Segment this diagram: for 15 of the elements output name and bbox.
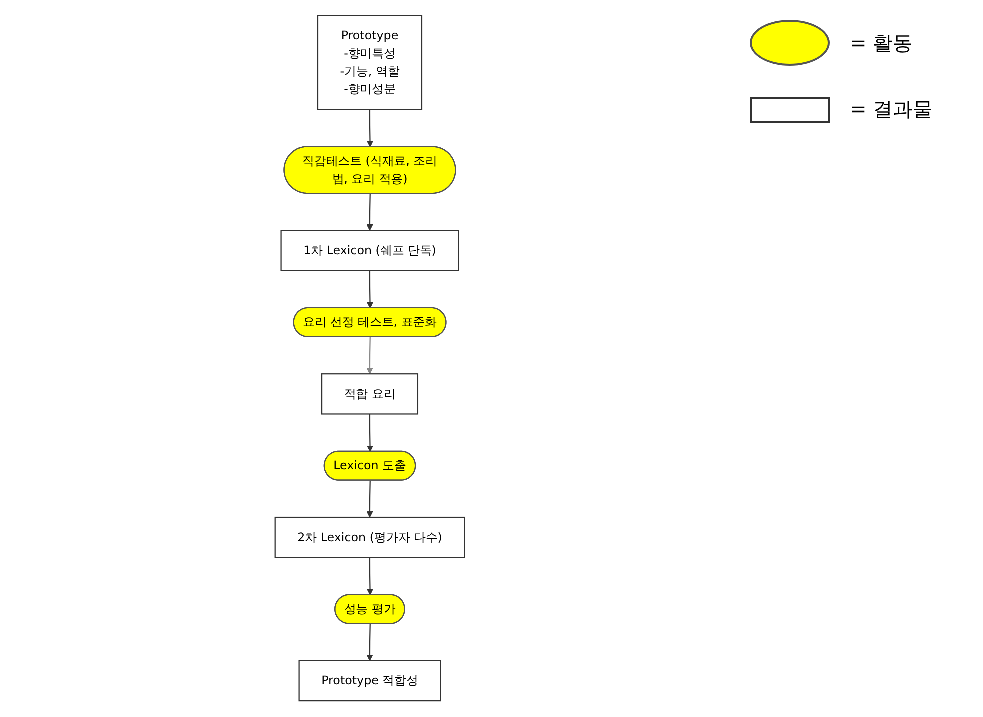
node-box: 1차 Lexicon (쉐프 단독) [280, 230, 460, 272]
arrow [366, 270, 374, 309]
node-box: Prototype 적합성 [298, 660, 442, 702]
arrow [366, 624, 374, 662]
legend-text: = 결과물 [850, 96, 934, 123]
arrow [366, 110, 374, 148]
node-box: 2차 Lexicon (평가자 다수) [274, 516, 466, 558]
arrow [366, 480, 374, 518]
node-box: Prototype -향미특성 -기능, 역할 -향미성분 [317, 15, 423, 110]
node-box: 적합 요리 [321, 374, 419, 415]
arrow [366, 558, 374, 596]
legend-text: = 활동 [850, 30, 914, 56]
arrow [366, 414, 374, 452]
arrow [366, 337, 374, 374]
arrow [366, 194, 374, 231]
